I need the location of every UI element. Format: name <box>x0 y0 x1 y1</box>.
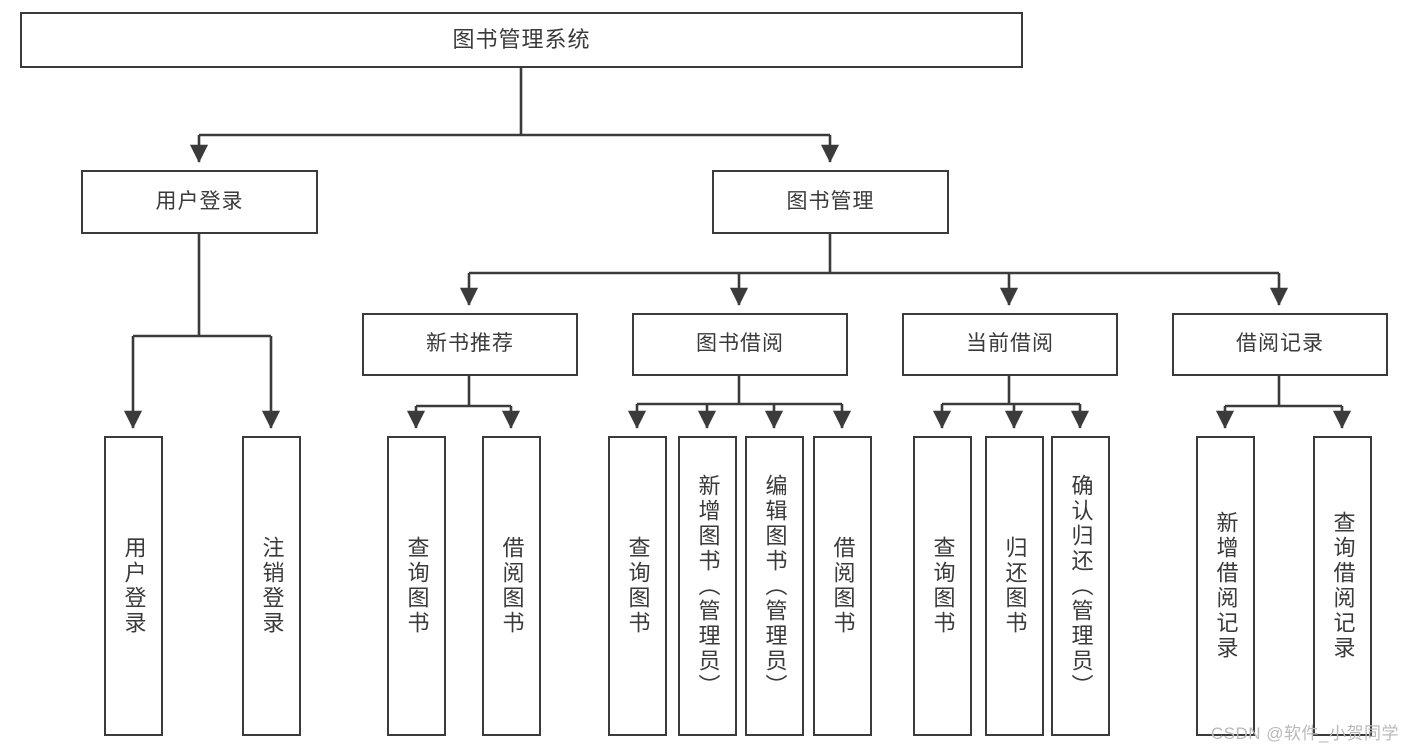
node-leaf-add-record[interactable]: 新增借阅记录 <box>1196 436 1255 736</box>
node-leaf-borrow-book-1-label: 借阅图书 <box>499 536 525 636</box>
node-leaf-logout[interactable]: 注销登录 <box>242 436 301 736</box>
node-leaf-query-book-1-label: 查询图书 <box>404 536 430 636</box>
node-leaf-confirm-return[interactable]: 确认归还（管理员） <box>1051 436 1110 736</box>
node-leaf-user-login[interactable]: 用户登录 <box>104 436 163 736</box>
node-new-book-recommend[interactable]: 新书推荐 <box>362 313 578 376</box>
node-user-login[interactable]: 用户登录 <box>81 170 318 234</box>
node-leaf-query-book-1[interactable]: 查询图书 <box>387 436 446 736</box>
node-book-borrow[interactable]: 图书借阅 <box>632 313 848 376</box>
node-leaf-query-book-2-label: 查询图书 <box>625 536 651 636</box>
node-root-label: 图书管理系统 <box>452 27 591 53</box>
node-root[interactable]: 图书管理系统 <box>20 12 1023 68</box>
node-leaf-borrow-book-2-label: 借阅图书 <box>830 536 856 636</box>
node-leaf-query-record[interactable]: 查询借阅记录 <box>1313 436 1372 736</box>
node-new-book-recommend-label: 新书推荐 <box>426 332 514 356</box>
node-leaf-user-login-label: 用户登录 <box>121 536 147 636</box>
node-book-manage[interactable]: 图书管理 <box>712 170 949 234</box>
node-leaf-logout-label: 注销登录 <box>259 536 285 636</box>
node-current-borrow-label: 当前借阅 <box>966 332 1054 356</box>
node-leaf-edit-book[interactable]: 编辑图书（管理员） <box>745 436 804 736</box>
node-leaf-add-book[interactable]: 新增图书（管理员） <box>678 436 737 736</box>
node-leaf-confirm-return-label: 确认归还（管理员） <box>1068 473 1094 699</box>
node-leaf-return-book[interactable]: 归还图书 <box>985 436 1044 736</box>
node-book-manage-label: 图书管理 <box>786 189 875 213</box>
node-leaf-borrow-book-1[interactable]: 借阅图书 <box>482 436 541 736</box>
node-leaf-query-record-label: 查询借阅记录 <box>1330 511 1356 661</box>
node-book-borrow-label: 图书借阅 <box>696 332 784 356</box>
node-leaf-query-book-2[interactable]: 查询图书 <box>608 436 667 736</box>
node-leaf-borrow-book-2[interactable]: 借阅图书 <box>813 436 872 736</box>
node-borrow-record[interactable]: 借阅记录 <box>1172 313 1388 376</box>
node-user-login-label: 用户登录 <box>155 189 244 213</box>
node-leaf-edit-book-label: 编辑图书（管理员） <box>762 473 788 699</box>
node-borrow-record-label: 借阅记录 <box>1236 332 1324 356</box>
node-leaf-add-book-label: 新增图书（管理员） <box>695 473 721 699</box>
node-leaf-query-book-3[interactable]: 查询图书 <box>913 436 972 736</box>
node-leaf-query-book-3-label: 查询图书 <box>930 536 956 636</box>
node-leaf-return-book-label: 归还图书 <box>1002 536 1028 636</box>
node-leaf-add-record-label: 新增借阅记录 <box>1213 511 1239 661</box>
node-current-borrow[interactable]: 当前借阅 <box>902 313 1118 376</box>
